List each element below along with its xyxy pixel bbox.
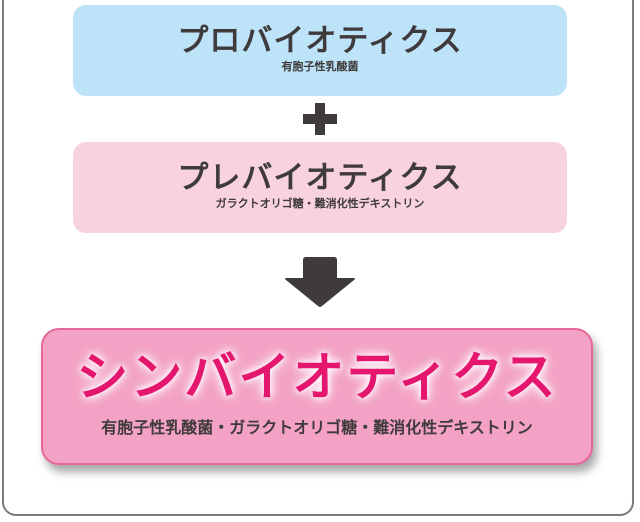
- arrow-down-icon: [285, 257, 355, 307]
- plus-icon: [303, 103, 337, 135]
- prebiotics-subtitle: ガラクトオリゴ糖・難消化性デキストリン: [215, 197, 425, 210]
- synbiotics-subtitle: 有胞子性乳酸菌・ガラクトオリゴ糖・難消化性デキストリン: [101, 418, 533, 437]
- probiotics-box: プロバイオティクス 有胞子性乳酸菌: [73, 5, 567, 96]
- prebiotics-title: プレバイオティクス: [177, 160, 463, 196]
- synbiotics-title: シンバイオティクス: [76, 348, 558, 408]
- prebiotics-box: プレバイオティクス ガラクトオリゴ糖・難消化性デキストリン: [73, 142, 567, 233]
- synbiotics-box: シンバイオティクス 有胞子性乳酸菌・ガラクトオリゴ糖・難消化性デキストリン: [41, 328, 593, 465]
- probiotics-title: プロバイオティクス: [177, 23, 463, 59]
- probiotics-subtitle: 有胞子性乳酸菌: [281, 60, 359, 73]
